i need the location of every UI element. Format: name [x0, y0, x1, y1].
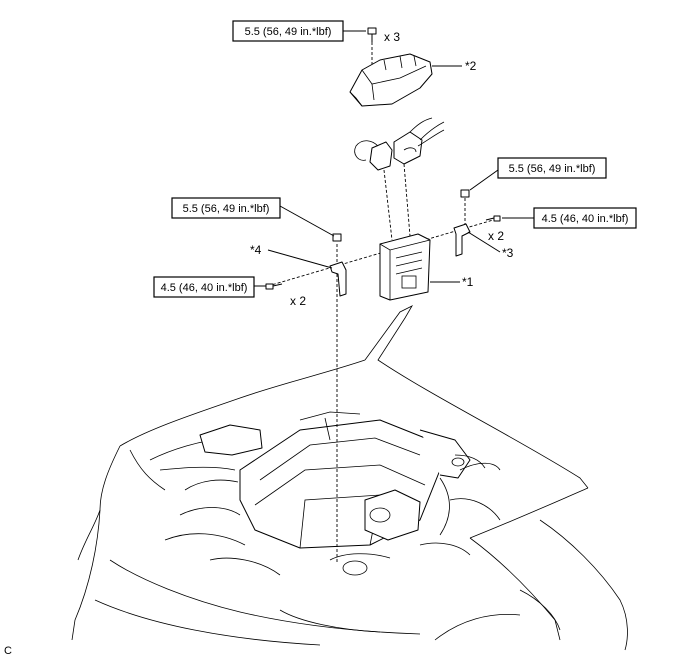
leader-lines [254, 30, 534, 287]
torque-callout-cover-bolt: 5.5 (56, 49 in.*lbf) [232, 20, 344, 42]
left-bracket-part [329, 233, 347, 297]
ecm-part [379, 233, 431, 301]
callout-right-bracket: *3 [502, 246, 514, 260]
left-side-bolts [265, 283, 283, 290]
cover-bolt-part [367, 27, 377, 42]
torque-text-left-nut: 5.5 (56, 49 in.*lbf) [183, 203, 270, 215]
quantity-right-bolt: x 2 [488, 229, 504, 243]
quantity-cover-bolt: x 3 [384, 30, 400, 44]
torque-callout-right-nut: 5.5 (56, 49 in.*lbf) [497, 157, 607, 179]
right-side-bolts [485, 215, 501, 222]
torque-text-cover-bolt: 5.5 (56, 49 in.*lbf) [245, 26, 332, 38]
right-bracket-part [453, 189, 471, 257]
torque-callout-left-bolt: 4.5 (46, 40 in.*lbf) [153, 276, 255, 298]
vehicle-engine-bay-illustration [71, 305, 628, 651]
callout-cover: *2 [465, 59, 477, 73]
wire-harness-connectors [354, 117, 445, 171]
quantity-left-bolt: x 2 [290, 294, 306, 308]
torque-text-right-nut: 5.5 (56, 49 in.*lbf) [509, 163, 596, 175]
callout-left-bracket: *4 [250, 243, 262, 257]
figure-corner-code: C [4, 645, 12, 657]
torque-callout-left-nut: 5.5 (56, 49 in.*lbf) [171, 197, 281, 219]
torque-text-right-bolt: 4.5 (46, 40 in.*lbf) [542, 213, 629, 225]
callout-ecm: *1 [462, 275, 474, 289]
torque-text-left-bolt: 4.5 (46, 40 in.*lbf) [161, 282, 248, 294]
torque-callout-right-bolt: 4.5 (46, 40 in.*lbf) [533, 207, 637, 229]
ecm-cover-part [349, 53, 433, 107]
